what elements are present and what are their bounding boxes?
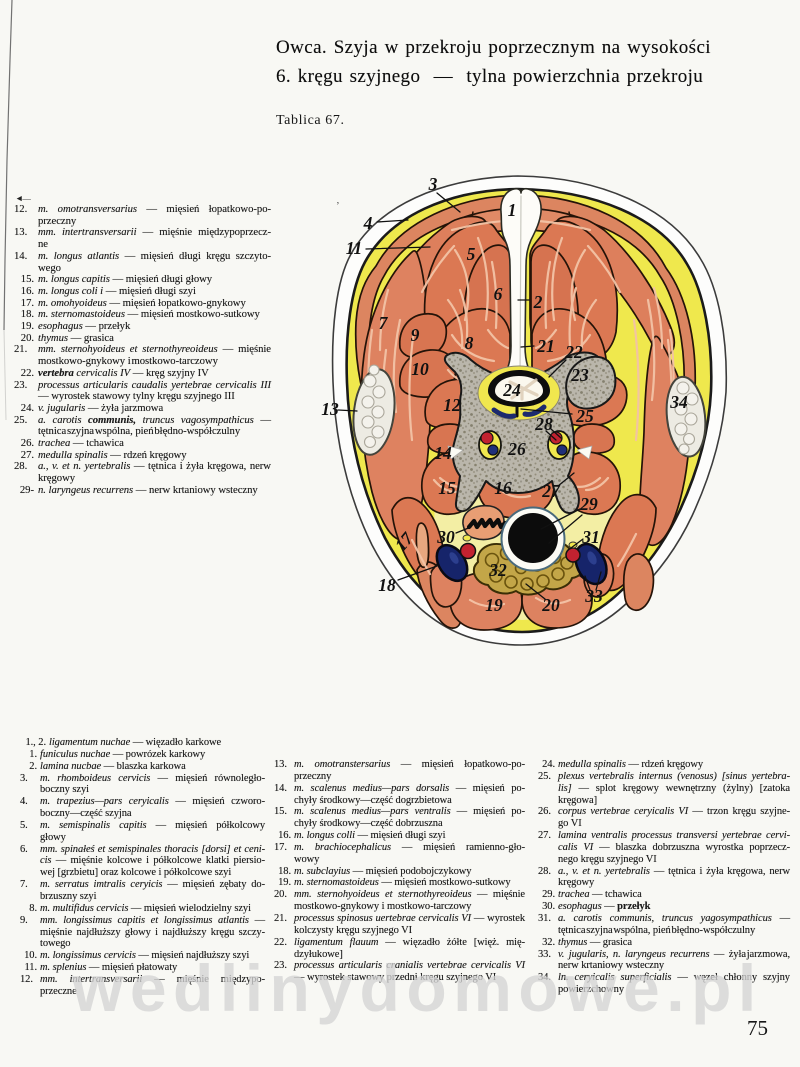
svg-text:16: 16: [494, 478, 512, 498]
svg-text:20: 20: [541, 595, 560, 615]
svg-text:19: 19: [485, 595, 503, 615]
svg-text:34: 34: [669, 392, 688, 412]
svg-text:14: 14: [434, 443, 452, 463]
svg-text:9: 9: [411, 325, 420, 345]
svg-text:26: 26: [507, 439, 526, 459]
svg-text:2: 2: [533, 292, 543, 312]
svg-text:32: 32: [488, 560, 507, 580]
svg-text:30: 30: [436, 527, 455, 547]
svg-text:33: 33: [584, 586, 603, 606]
svg-text:27: 27: [541, 481, 561, 501]
svg-text:25: 25: [575, 406, 594, 426]
svg-text:6: 6: [494, 284, 503, 304]
svg-text:23: 23: [570, 365, 589, 385]
svg-text:29: 29: [579, 494, 598, 514]
svg-text:18: 18: [378, 575, 396, 595]
svg-text:28: 28: [534, 414, 553, 434]
svg-text:4: 4: [363, 213, 373, 233]
svg-text:21: 21: [536, 336, 555, 356]
svg-text:5: 5: [467, 244, 476, 264]
svg-text:24: 24: [502, 380, 521, 400]
svg-text:10: 10: [411, 359, 429, 379]
svg-text:8: 8: [465, 333, 474, 353]
svg-text:31: 31: [581, 527, 600, 547]
svg-text:22: 22: [564, 342, 583, 362]
svg-text:3: 3: [428, 174, 438, 194]
svg-text:7: 7: [379, 313, 389, 333]
svg-text:13: 13: [321, 399, 339, 419]
svg-text:15: 15: [438, 478, 456, 498]
svg-text:1: 1: [508, 200, 517, 220]
svg-text:12: 12: [443, 395, 461, 415]
svg-text:11: 11: [346, 238, 363, 258]
